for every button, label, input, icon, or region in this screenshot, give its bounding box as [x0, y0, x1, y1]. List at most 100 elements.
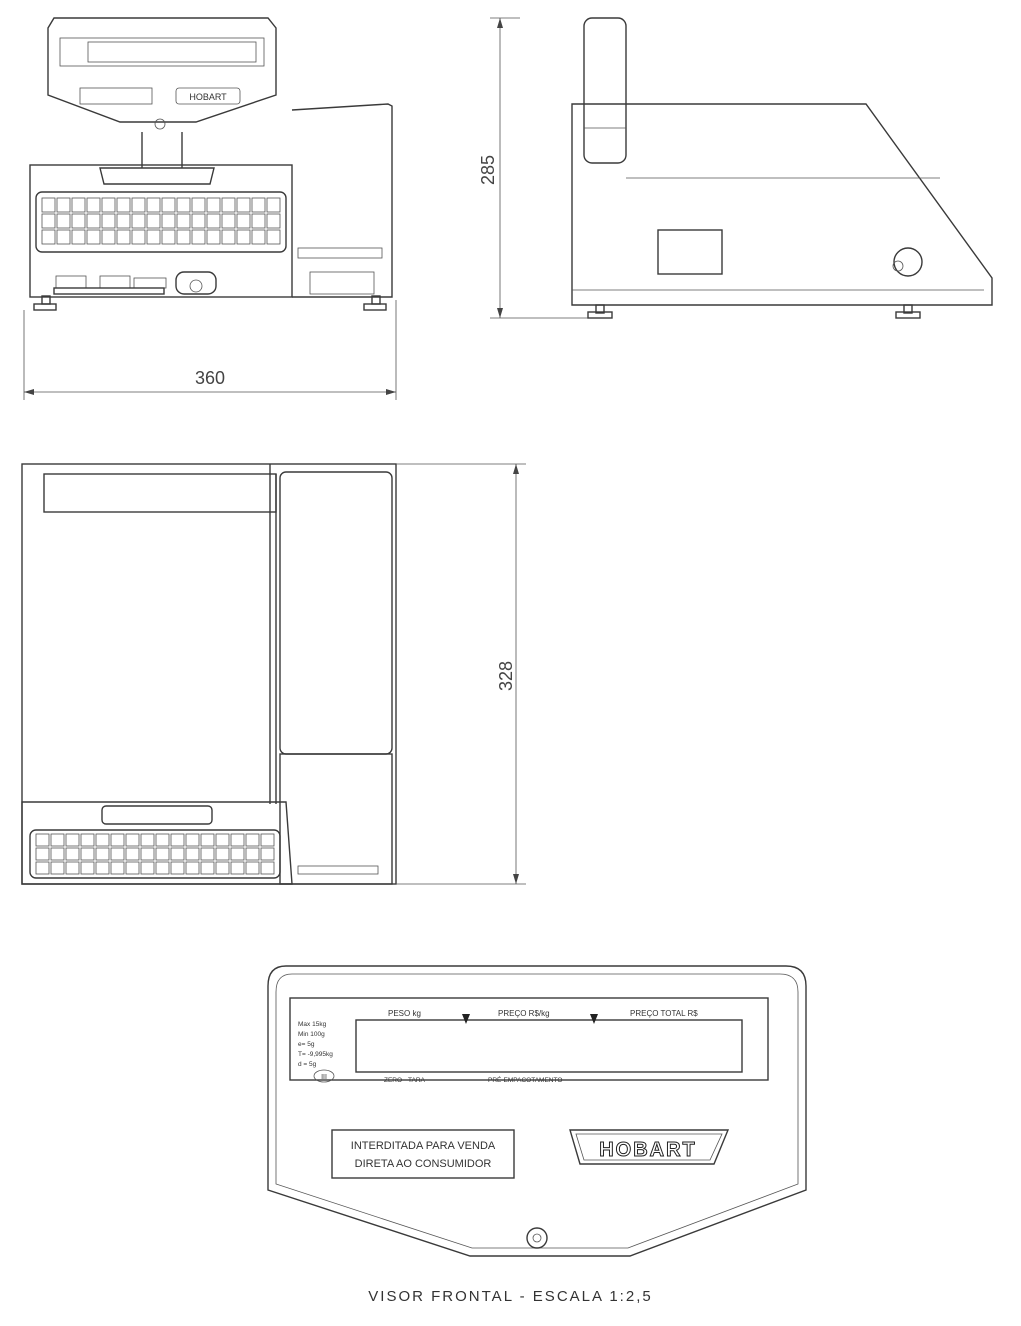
label-unit-price: PREÇO R$/kg — [498, 1009, 550, 1018]
keypad-key — [170, 833, 185, 847]
keypad-key — [101, 213, 116, 229]
keypad-key — [140, 833, 155, 847]
keypad-key — [221, 213, 236, 229]
keypad-key — [200, 833, 215, 847]
keypad-key — [41, 197, 56, 213]
keypad-key — [251, 229, 266, 245]
notice-line-2: DIRETA AO CONSUMIDOR — [355, 1158, 492, 1170]
keypad-key — [35, 847, 50, 861]
spec-d: d = 5g — [298, 1061, 317, 1068]
keypad-key — [266, 213, 281, 229]
hobart-logo: HOBART — [599, 1139, 697, 1161]
keypad-key — [86, 229, 101, 245]
keypad-key — [260, 861, 275, 875]
keypad-key — [236, 229, 251, 245]
keypad-key — [230, 861, 245, 875]
keypad-key — [140, 847, 155, 861]
keypad-key — [215, 861, 230, 875]
keypad-key — [170, 861, 185, 875]
keypad-key — [206, 213, 221, 229]
keypad-key — [191, 229, 206, 245]
indicator-zero: ZERO — [384, 1077, 402, 1084]
drawing-caption: VISOR FRONTAL - ESCALA 1:2,5 — [368, 1288, 653, 1305]
keypad-key — [170, 847, 185, 861]
keypad-key — [125, 861, 140, 875]
keypad-key — [116, 197, 131, 213]
keypad-key — [95, 847, 110, 861]
keypad-key — [245, 833, 260, 847]
keypad-key — [80, 861, 95, 875]
side-view: 285 — [478, 17, 993, 319]
keypad-key — [176, 229, 191, 245]
keypad-key — [245, 861, 260, 875]
keypad-key — [131, 213, 146, 229]
keypad-key — [56, 197, 71, 213]
keypad-key — [260, 847, 275, 861]
keypad-key — [200, 861, 215, 875]
keypad-key — [176, 213, 191, 229]
keypad-key — [221, 229, 236, 245]
keypad-key — [110, 847, 125, 861]
keypad-key — [86, 213, 101, 229]
spec-min: Min 100g — [298, 1031, 325, 1038]
keypad-key — [230, 833, 245, 847]
keypad-key — [71, 229, 86, 245]
keypad-key — [95, 861, 110, 875]
keypad-key — [50, 833, 65, 847]
keypad-key — [56, 213, 71, 229]
keypad-key — [80, 833, 95, 847]
keypad-key — [200, 847, 215, 861]
front-keypad-grid — [41, 197, 281, 245]
indicator-prepack: PRÉ-EMPACOTAMENTO — [488, 1075, 562, 1084]
keypad-key — [65, 833, 80, 847]
keypad-key — [185, 833, 200, 847]
keypad-key — [161, 229, 176, 245]
keypad-key — [266, 229, 281, 245]
keypad-key — [161, 197, 176, 213]
keypad-key — [56, 229, 71, 245]
keypad-key — [50, 861, 65, 875]
keypad-key — [131, 197, 146, 213]
keypad-key — [260, 833, 275, 847]
class-mark: III — [321, 1074, 327, 1081]
spec-e: e= 5g — [298, 1041, 315, 1048]
depth-dimension: 328 — [496, 661, 516, 691]
keypad-key — [41, 229, 56, 245]
keypad-key — [251, 213, 266, 229]
keypad-key — [215, 833, 230, 847]
notice-line-1: INTERDITADA PARA VENDA — [351, 1140, 496, 1152]
keypad-key — [206, 229, 221, 245]
keypad-key — [95, 833, 110, 847]
keypad-key — [215, 847, 230, 861]
front-display-detail: PESO kg PREÇO R$/kg PREÇO TOTAL R$ Max 1… — [267, 965, 807, 1257]
top-view: 328 — [21, 463, 526, 885]
keypad-key — [155, 861, 170, 875]
keypad-key — [191, 213, 206, 229]
keypad-key — [116, 229, 131, 245]
keypad-key — [116, 213, 131, 229]
keypad-key — [206, 197, 221, 213]
keypad-key — [245, 847, 260, 861]
keypad-key — [140, 861, 155, 875]
keypad-key — [185, 861, 200, 875]
keypad-key — [110, 833, 125, 847]
keypad-key — [71, 197, 86, 213]
spec-tare: T= -9,995kg — [298, 1051, 333, 1058]
keypad-key — [35, 833, 50, 847]
keypad-key — [86, 197, 101, 213]
keypad-key — [65, 847, 80, 861]
keypad-key — [146, 197, 161, 213]
height-dimension: 285 — [478, 155, 498, 185]
width-dimension: 360 — [195, 368, 225, 388]
keypad-key — [80, 847, 95, 861]
keypad-key — [185, 847, 200, 861]
keypad-key — [161, 213, 176, 229]
keypad-key — [125, 833, 140, 847]
keypad-key — [176, 197, 191, 213]
small-brand-label: HOBART — [189, 92, 227, 102]
keypad-key — [236, 197, 251, 213]
keypad-key — [146, 229, 161, 245]
top-keypad-grid — [35, 833, 275, 875]
label-total-price: PREÇO TOTAL R$ — [630, 1009, 698, 1018]
